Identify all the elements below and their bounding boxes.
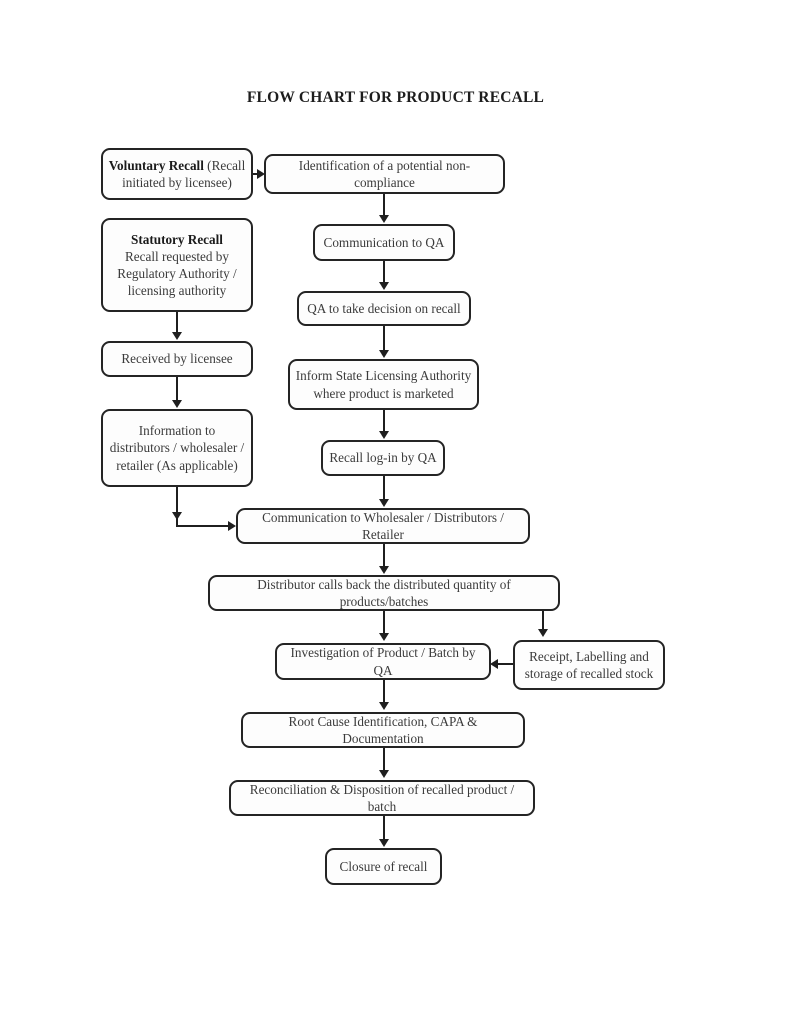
node-received-by-licensee: Received by licensee <box>101 341 253 377</box>
edge-inform-to-recall-login <box>383 410 385 434</box>
node-receipt-line2: storage of recalled stock <box>524 666 654 681</box>
node-statutory-recall-line4: licensing authority <box>127 283 227 299</box>
edge-reconciliation-to-closure <box>383 816 385 841</box>
node-recall-log-in-label: Recall log-in by QA <box>329 450 437 466</box>
edge-comm-wholesaler-to-distributor <box>383 544 385 567</box>
edge-distributor-to-receipt <box>542 611 544 632</box>
edge-identification-to-comm-qa <box>383 194 385 217</box>
node-statutory-recall-line1: Statutory Recall <box>108 231 246 248</box>
node-reconciliation-label: Reconciliation & Disposition of recalled… <box>249 781 515 814</box>
node-statutory-recall: Statutory Recall Recall requested by Reg… <box>101 218 253 312</box>
node-statutory-recall-line2: Recall requested by <box>125 248 229 264</box>
edge-investigation-to-root-cause-arrowhead <box>379 702 389 710</box>
node-voluntary-recall-bold: Voluntary Recall <box>108 157 204 173</box>
node-information-line3: retailer (As applicable) <box>116 457 238 473</box>
node-communication-wholesaler-label: Communication to Wholesaler / Distributo… <box>262 509 504 542</box>
edge-information-to-comm-wholesaler-arrowhead <box>228 521 236 531</box>
node-communication-to-qa-label: Communication to QA <box>323 234 445 250</box>
edge-distributor-to-receipt-arrowhead <box>538 629 548 637</box>
edge-receipt-to-investigation <box>498 663 513 665</box>
edge-voluntary-to-identification-arrowhead <box>257 169 265 179</box>
edge-comm-wholesaler-to-distributor-arrowhead <box>379 566 389 574</box>
edge-received-to-information <box>176 377 178 402</box>
node-information-to-distributors: Information to distributors / wholesaler… <box>101 409 253 487</box>
node-inform-line2: where product is marketed <box>313 385 454 401</box>
node-information-line2: distributors / wholesaler / <box>109 440 245 456</box>
node-voluntary-recall-line2: initiated by licensee) <box>122 175 232 190</box>
edge-identification-to-comm-qa-arrowhead <box>379 215 389 223</box>
edge-comm-qa-to-qa-decision <box>383 261 385 284</box>
edge-statutory-to-received <box>176 312 178 334</box>
node-distributor-calls-back-label: Distributor calls back the distributed q… <box>257 576 511 609</box>
node-identification-label: Identification of a potential non-compli… <box>298 157 471 190</box>
node-communication-to-qa: Communication to QA <box>313 224 455 261</box>
node-distributor-calls-back: Distributor calls back the distributed q… <box>208 575 560 611</box>
edge-receipt-to-investigation-arrowhead <box>490 659 498 669</box>
node-closure-label: Closure of recall <box>339 858 428 874</box>
edge-recall-login-to-comm-wholesaler <box>383 476 385 501</box>
page-title: FLOW CHART FOR PRODUCT RECALL <box>246 89 545 106</box>
edge-inform-to-recall-login-arrowhead <box>379 431 389 439</box>
edge-information-to-comm-wholesaler-vertical <box>176 487 178 526</box>
edge-root-cause-to-reconciliation <box>383 748 385 772</box>
edge-received-to-information-arrowhead <box>172 400 182 408</box>
node-communication-to-wholesaler: Communication to Wholesaler / Distributo… <box>236 508 530 544</box>
edge-qa-decision-to-inform <box>383 326 385 352</box>
node-investigation-label: Investigation of Product / Batch by QA <box>290 645 476 678</box>
node-closure-of-recall: Closure of recall <box>325 848 442 885</box>
edge-distributor-to-investigation-arrowhead <box>379 633 389 641</box>
edge-distributor-to-investigation <box>383 611 385 635</box>
node-receipt-line1: Receipt, Labelling and <box>529 648 649 664</box>
node-voluntary-recall-line1: Voluntary Recall (Recall <box>108 157 246 174</box>
node-statutory-recall-bold: Statutory Recall <box>131 231 223 247</box>
node-received-by-licensee-label: Received by licensee <box>121 351 233 367</box>
node-inform-state-licensing-authority: Inform State Licensing Authority where p… <box>288 359 479 410</box>
edge-reconciliation-to-closure-arrowhead <box>379 839 389 847</box>
edge-comm-qa-to-qa-decision-arrowhead <box>379 282 389 290</box>
node-root-cause-label: Root Cause Identification, CAPA & Docume… <box>288 713 478 746</box>
node-voluntary-recall-rest: (Recall <box>203 157 246 173</box>
node-statutory-recall-line3: Regulatory Authority / <box>117 266 237 281</box>
edge-voluntary-to-identification <box>253 173 259 175</box>
node-inform-line1: Inform State Licensing Authority <box>295 368 472 384</box>
edge-information-corner-arrowhead <box>172 512 182 520</box>
edge-recall-login-to-comm-wholesaler-arrowhead <box>379 499 389 507</box>
node-reconciliation-disposition: Reconciliation & Disposition of recalled… <box>229 780 535 816</box>
node-identification-non-compliance: Identification of a potential non-compli… <box>264 154 505 194</box>
node-qa-decision-on-recall: QA to take decision on recall <box>297 291 471 326</box>
node-recall-log-in-by-qa: Recall log-in by QA <box>321 440 445 476</box>
edge-statutory-to-received-arrowhead <box>172 332 182 340</box>
edge-qa-decision-to-inform-arrowhead <box>379 350 389 358</box>
node-qa-decision-label: QA to take decision on recall <box>307 300 461 316</box>
node-information-line1: Information to <box>138 423 216 439</box>
edge-root-cause-to-reconciliation-arrowhead <box>379 770 389 778</box>
node-root-cause-capa: Root Cause Identification, CAPA & Docume… <box>241 712 525 748</box>
node-receipt-labelling-storage: Receipt, Labelling and storage of recall… <box>513 640 665 690</box>
edge-investigation-to-root-cause <box>383 680 385 704</box>
edge-information-to-comm-wholesaler-horizontal <box>176 525 230 527</box>
node-investigation-of-product: Investigation of Product / Batch by QA <box>275 643 491 680</box>
node-voluntary-recall: Voluntary Recall (Recall initiated by li… <box>101 148 253 200</box>
